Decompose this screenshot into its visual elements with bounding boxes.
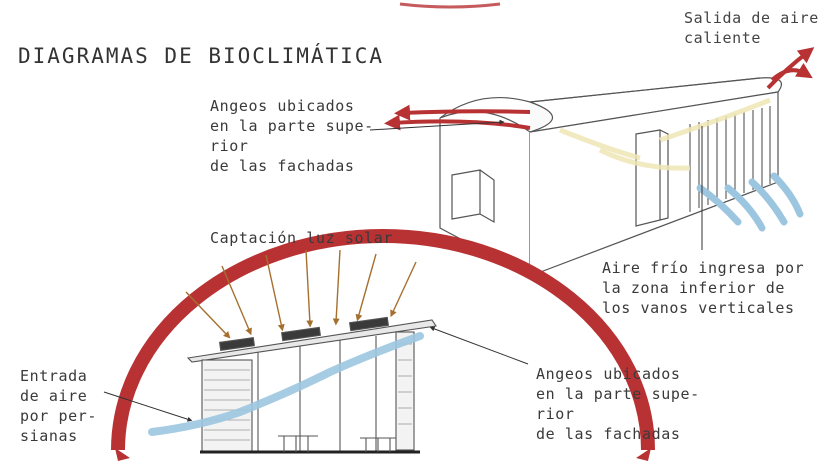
building-section bbox=[186, 316, 437, 454]
label-solar-capture: Captación luz solar bbox=[210, 229, 393, 247]
label-vents-top: Angeos ubicados en la parte supe- rior d… bbox=[210, 97, 374, 175]
cold-air-flow-section bbox=[148, 332, 424, 436]
label-air-entry: Entrada de aire por per- sianas bbox=[20, 367, 98, 445]
hot-air-exit-arrows-right bbox=[766, 47, 815, 90]
label-cold-air: Aire frío ingresa por la zona inferior d… bbox=[602, 259, 805, 317]
diagram-title: DIAGRAMAS DE BIOCLIMÁTICA bbox=[18, 44, 385, 68]
louver-hatching bbox=[204, 343, 412, 441]
cold-air-arrows-3d bbox=[696, 172, 804, 232]
sun-arrows bbox=[185, 249, 417, 339]
barrel-building bbox=[439, 77, 782, 277]
hot-air-exit-arrows-left bbox=[384, 104, 531, 131]
label-vents-section: Angeos ubicados en la parte supe- rior d… bbox=[536, 365, 700, 443]
leader-air-entry bbox=[103, 391, 193, 422]
warm-air-flow bbox=[559, 97, 771, 171]
leader-vents-section bbox=[429, 326, 529, 365]
label-hot-air-exit: Salida de aire caliente bbox=[684, 9, 819, 47]
red-arch bbox=[111, 228, 655, 461]
leader-vents-top bbox=[369, 119, 505, 131]
top-red-stroke bbox=[399, 2, 501, 9]
